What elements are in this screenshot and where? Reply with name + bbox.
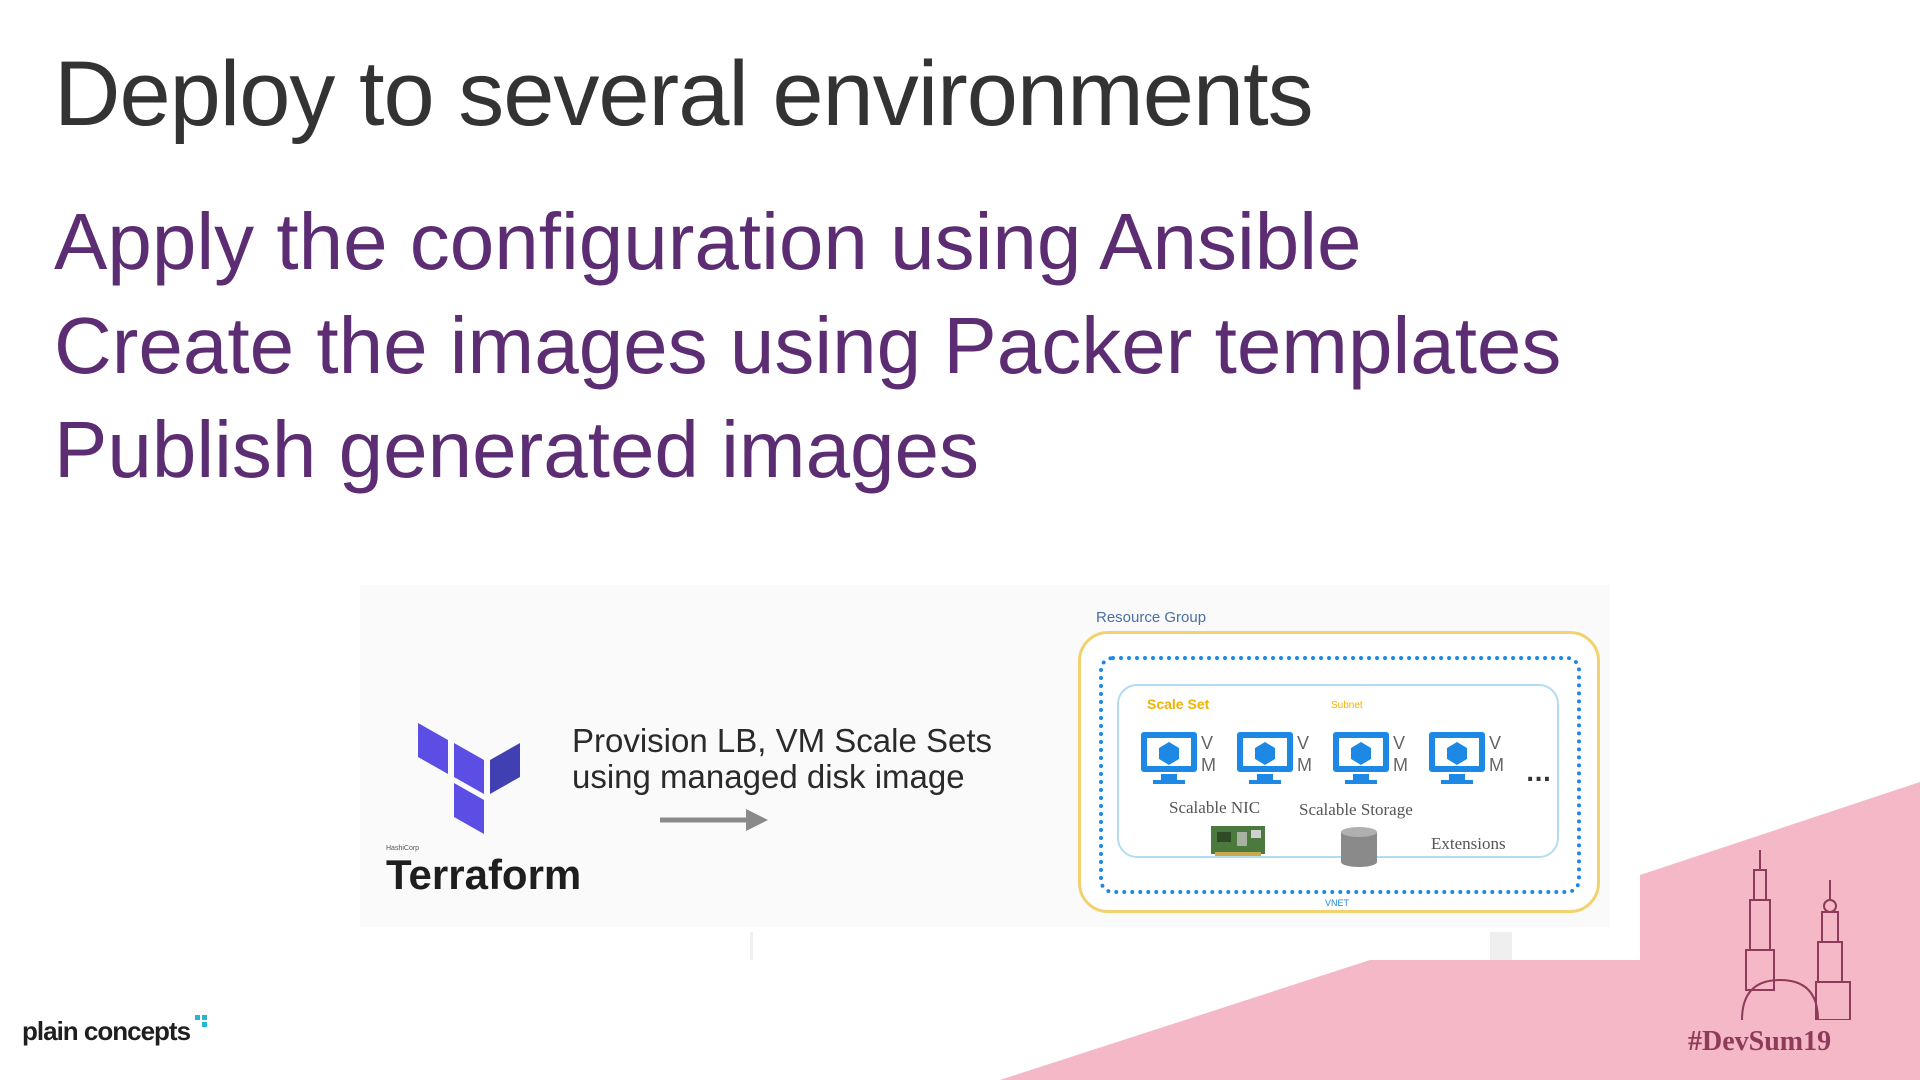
scale-set-label: Scale Set [1147, 696, 1210, 712]
terraform-vendor-label: HashiCorp [386, 845, 420, 852]
terraform-logo-icon [418, 723, 520, 834]
bullet-item: Publish generated images [54, 405, 980, 494]
provision-line-1: Provision LB, VM Scale Sets [572, 722, 993, 759]
monitor-icon [1237, 732, 1293, 784]
terraform-label: Terraform [386, 851, 582, 898]
bullet-item: Apply the configuration using Ansible [54, 197, 1362, 286]
provision-line-2: using managed disk image [572, 758, 965, 795]
bullet-item: Create the images using Packer templates [54, 301, 1562, 390]
vnet-label: VNET [1325, 898, 1350, 908]
extensions-label: Extensions [1431, 834, 1506, 853]
storage-label: Scalable Storage [1299, 800, 1413, 819]
monitor-icon [1141, 732, 1197, 784]
network-card-icon [1211, 826, 1265, 856]
resource-group-label: Resource Group [1096, 609, 1207, 626]
city-skyline-icon [1741, 850, 1851, 1020]
slide-title: Deploy to several environments [54, 43, 1314, 145]
monitor-icon [1333, 732, 1389, 784]
plain-concepts-logo: plain concepts [22, 1016, 191, 1046]
divider [1490, 932, 1512, 960]
deployment-diagram: HashiCorp Terraform Provision LB, VM Sca… [360, 585, 1610, 927]
provision-text: Provision LB, VM Scale Sets using manage… [572, 723, 992, 795]
storage-disk-icon [1341, 827, 1377, 867]
monitor-icon [1429, 732, 1485, 784]
nic-label: Scalable NIC [1169, 798, 1261, 817]
subnet-label: Subnet [1331, 700, 1363, 711]
plain-concepts-mark-icon [195, 1015, 207, 1027]
more-ellipsis: ... [1526, 762, 1552, 787]
event-hashtag: #DevSum19 [1688, 1026, 1832, 1057]
divider [750, 932, 753, 960]
bullet-list: Apply the configuration using Ansible Cr… [54, 190, 1561, 502]
right-arrow-icon [660, 809, 768, 831]
